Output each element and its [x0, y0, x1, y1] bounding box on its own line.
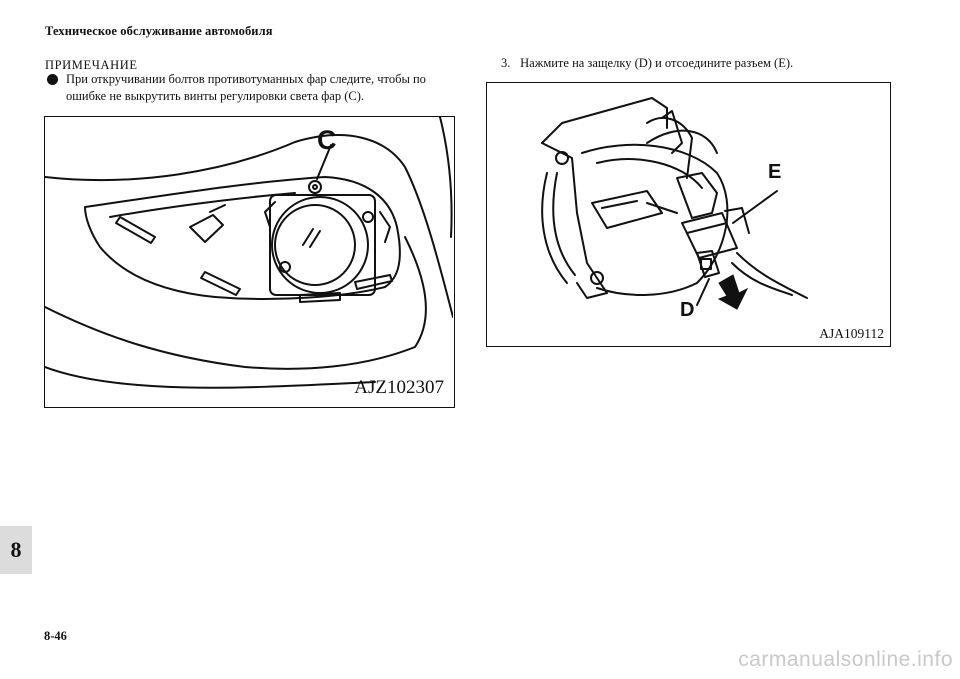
section-header: Техническое обслуживание автомобиля — [45, 24, 273, 38]
callout-c: C — [317, 125, 337, 155]
figure-code: AJZ102307 — [354, 377, 444, 398]
figure-fog-light-bumper: C AJZ102307 — [44, 116, 455, 408]
step-number: 3. — [501, 56, 511, 70]
step-text: Нажмите на защелку (D) и отсоедините раз… — [520, 56, 794, 70]
step-instruction: 3. Нажмите на защелку (D) и отсоедините … — [501, 56, 793, 71]
callout-e: E — [768, 161, 782, 183]
figure-code: AJA109112 — [819, 326, 884, 341]
note-text: При откручивании болтов противотуманных … — [66, 72, 426, 103]
fog-light-illustration — [45, 117, 453, 389]
watermark: carmanualsonline.info — [738, 648, 953, 671]
connector-illustration — [541, 97, 808, 310]
note-label: ПРИМЕЧАНИЕ — [45, 58, 138, 72]
figure-connector: E D AJA109112 — [486, 82, 891, 347]
bullet-icon — [47, 74, 58, 85]
callout-d: D — [680, 299, 695, 321]
chapter-tab: 8 — [0, 526, 32, 574]
page-number: 8-46 — [44, 629, 67, 643]
